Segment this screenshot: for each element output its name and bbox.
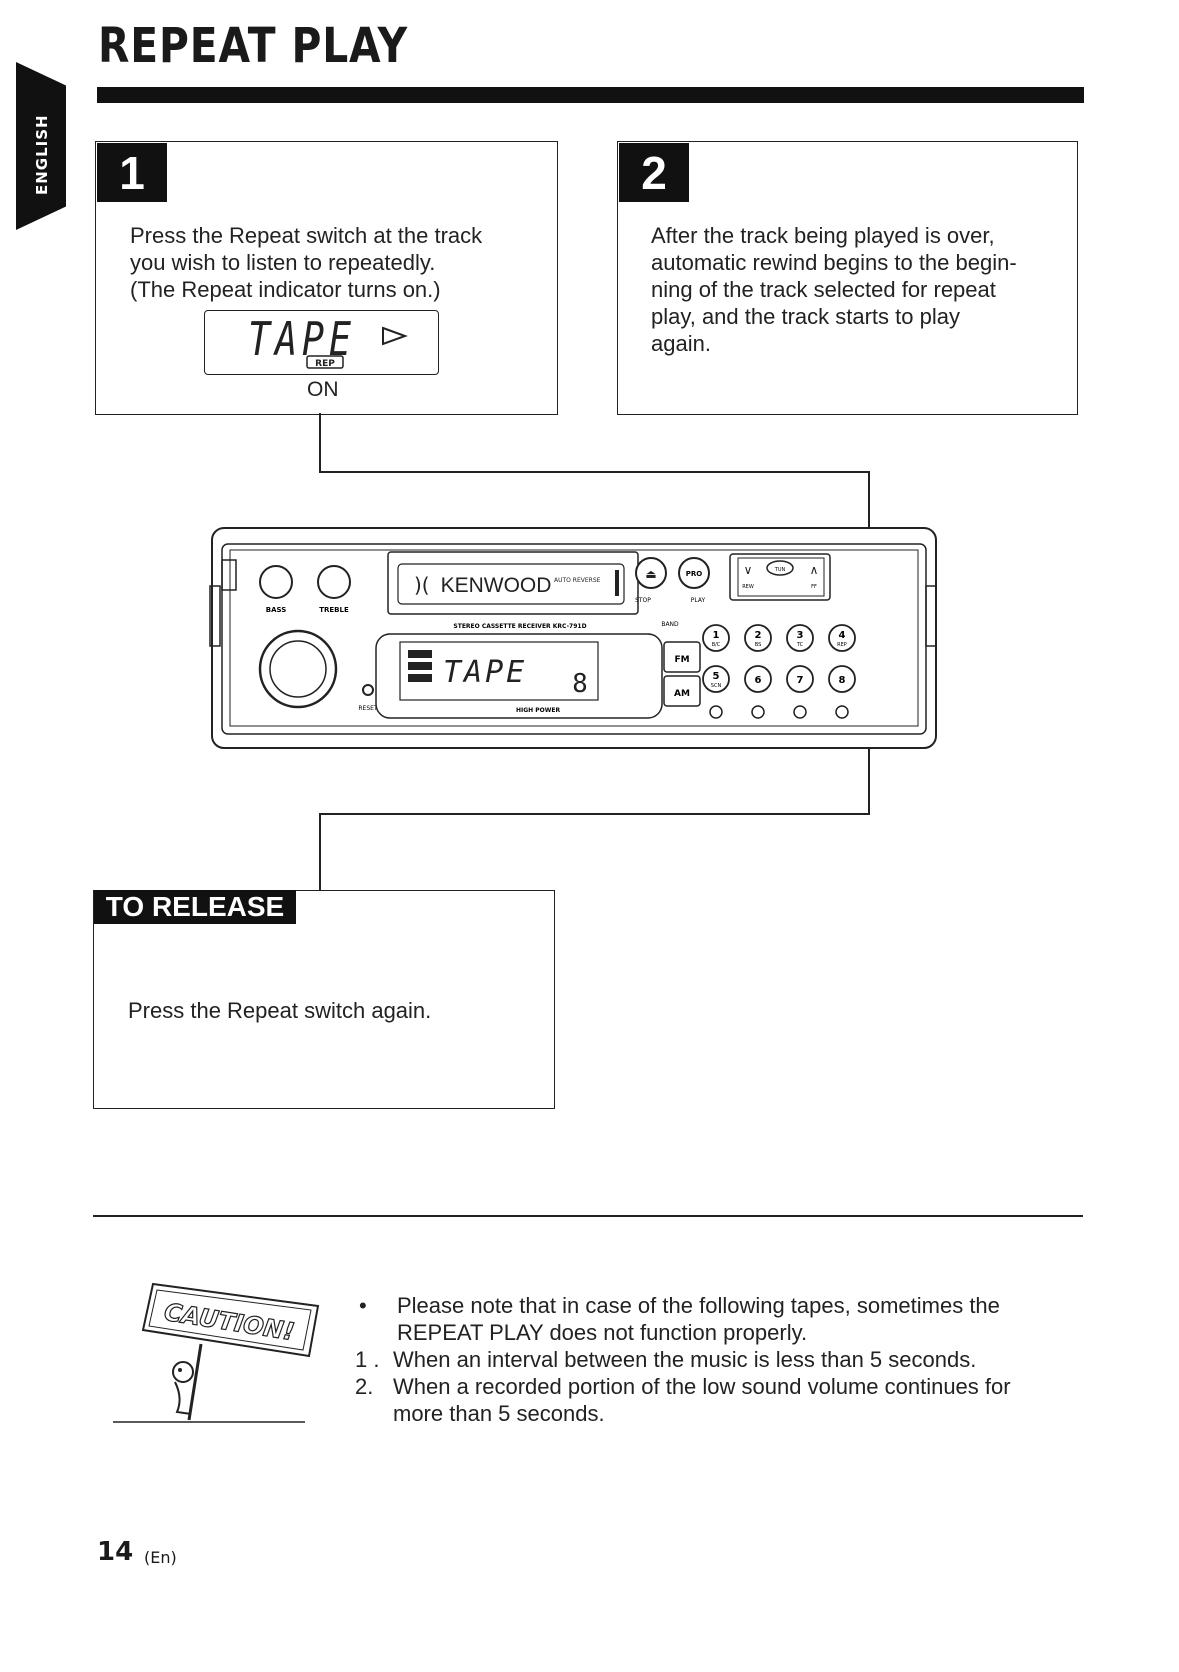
- model-label: STEREO CASSETTE RECEIVER KRC-791D: [453, 623, 586, 630]
- connector-line: [319, 813, 870, 815]
- treble-label: TREBLE: [319, 606, 349, 614]
- caution-item-line: When a recorded portion of the low sound…: [393, 1374, 1011, 1399]
- caution-notes: • Please note that in case of the follow…: [355, 1292, 1085, 1427]
- stop-label: STOP: [635, 597, 651, 604]
- caution-item-marker: 1 .: [355, 1347, 380, 1372]
- device-display-digit: 8: [572, 669, 588, 699]
- preset-7-label: 7: [797, 675, 804, 686]
- step2-line: automatic rewind begins to the begin-: [651, 250, 1017, 275]
- page-number-suffix: (En): [144, 1548, 177, 1567]
- connector-line: [319, 813, 321, 890]
- bass-label: BASS: [266, 606, 287, 614]
- page-title: REPEAT PLAY: [98, 18, 408, 74]
- brand-sub-label: AUTO REVERSE: [554, 577, 601, 584]
- fm-label: FM: [674, 655, 689, 665]
- step2-badge: 2: [619, 143, 689, 202]
- svg-text:⏏: ⏏: [645, 567, 656, 581]
- bullet-marker: •: [359, 1293, 367, 1318]
- repeat-indicator-icon: REP: [306, 355, 344, 369]
- preset-5-label: 5: [713, 671, 720, 682]
- play-arrow-icon: [382, 326, 408, 346]
- language-tab: [16, 62, 66, 230]
- svg-text:∧: ∧: [810, 563, 819, 577]
- am-label: AM: [674, 689, 690, 699]
- rew-label: REW: [742, 584, 754, 590]
- preset-4-sub: REP: [837, 642, 847, 648]
- step1-line: (The Repeat indicator turns on.): [130, 277, 441, 302]
- ff-label: FF: [811, 584, 817, 590]
- preset-4-label: 4: [839, 630, 846, 641]
- step2-line: After the track being played is over,: [651, 223, 995, 248]
- repeat-state-label: ON: [307, 378, 339, 401]
- high-power-label: HIGH POWER: [516, 707, 561, 714]
- repeat-display-text: TAPE: [248, 312, 356, 366]
- repeat-display: [204, 310, 439, 375]
- brand-logo: KENWOOD: [441, 574, 552, 597]
- preset-1-sub: B/C: [712, 642, 721, 648]
- page-number: 14: [97, 1537, 134, 1567]
- preset-3-sub: TC: [796, 642, 804, 648]
- preset-8-label: 8: [839, 675, 846, 686]
- step2-line: ning of the track selected for repeat: [651, 277, 996, 302]
- caution-item-marker: 2.: [355, 1374, 374, 1399]
- release-box: [93, 890, 555, 1109]
- caution-item-line: more than 5 seconds.: [393, 1401, 605, 1426]
- caution-item-line: When an interval between the music is le…: [393, 1347, 977, 1372]
- preset-3-label: 3: [797, 630, 804, 641]
- step2-text: After the track being played is over, au…: [651, 222, 1041, 357]
- title-rule: [97, 87, 1084, 103]
- caution-note-line: REPEAT PLAY does not function properly.: [397, 1320, 808, 1345]
- svg-text:∨: ∨: [744, 563, 753, 577]
- section-divider: [93, 1215, 1083, 1217]
- step2-line: play, and the track starts to play: [651, 304, 960, 329]
- caution-sign-illustration: CAUTION!: [113, 1282, 320, 1423]
- release-badge: TO RELEASE: [94, 890, 296, 924]
- caution-note-line: Please note that in case of the followin…: [397, 1293, 1000, 1318]
- svg-text:)(: )(: [414, 573, 430, 597]
- car-stereo-illustration: BASS TREBLE RESET )( KENWOOD AUTO REVERS…: [209, 527, 937, 749]
- band-label: BAND: [661, 621, 679, 628]
- step1-text: Press the Repeat switch at the track you…: [130, 222, 540, 303]
- pro-label: PRO: [686, 570, 703, 578]
- preset-2-sub: BS: [755, 642, 762, 648]
- preset-5-sub: SCN: [711, 683, 722, 689]
- preset-1-label: 1: [713, 630, 720, 641]
- release-text: Press the Repeat switch again.: [128, 998, 432, 1023]
- step1-line: you wish to listen to repeatedly.: [130, 250, 436, 275]
- language-tab-label: ENGLISH: [33, 114, 51, 196]
- step2-box: [617, 141, 1078, 415]
- reset-label: RESET: [358, 705, 378, 712]
- connector-line: [319, 413, 321, 472]
- play-label: PLAY: [691, 597, 706, 604]
- device-display-text: TAPE: [443, 655, 527, 690]
- connector-line: [319, 471, 869, 473]
- preset-6-label: 6: [755, 675, 762, 686]
- step1-line: Press the Repeat switch at the track: [130, 223, 483, 248]
- tun-label: TUN: [774, 567, 786, 573]
- step2-line: again.: [651, 331, 711, 356]
- preset-2-label: 2: [755, 630, 762, 641]
- step1-badge: 1: [97, 143, 167, 202]
- repeat-indicator-label: REP: [315, 359, 335, 369]
